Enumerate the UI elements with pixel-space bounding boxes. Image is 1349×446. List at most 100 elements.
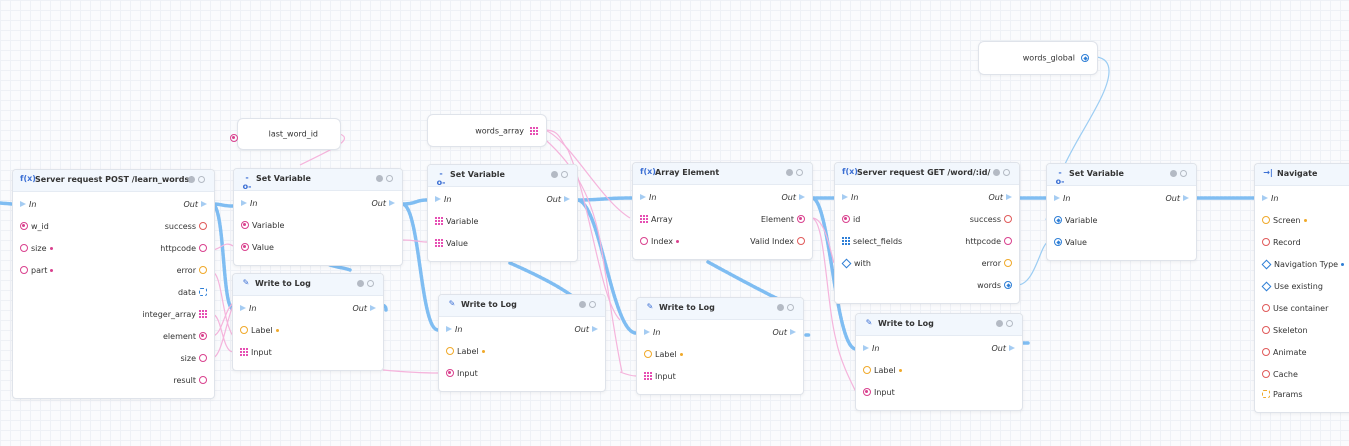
node-header[interactable]: ✎ Write to Log bbox=[233, 274, 383, 296]
output-httpcode-port[interactable]: httpcode bbox=[965, 237, 1012, 246]
output-valid-index-port[interactable]: Valid Index bbox=[750, 237, 805, 246]
input-label-port[interactable]: Label bbox=[644, 350, 683, 359]
flow-in-port[interactable]: In bbox=[640, 193, 656, 202]
info-icon[interactable] bbox=[777, 304, 784, 311]
flow-in-port[interactable]: In bbox=[644, 328, 660, 337]
output-httpcode-port[interactable]: httpcode bbox=[160, 244, 207, 253]
input-input-port[interactable]: Input bbox=[863, 388, 895, 397]
set-variable-node-1[interactable]: -o- Set Variable In Out Variable Value bbox=[233, 168, 403, 266]
comment-icon[interactable] bbox=[561, 171, 568, 178]
info-icon[interactable] bbox=[1170, 170, 1177, 177]
comment-icon[interactable] bbox=[787, 304, 794, 311]
flow-out-port[interactable]: Out bbox=[991, 344, 1015, 353]
flow-in-port[interactable]: In bbox=[435, 195, 451, 204]
flow-out-port[interactable]: Out bbox=[1165, 194, 1189, 203]
comment-icon[interactable] bbox=[796, 169, 803, 176]
flow-in-port[interactable]: In bbox=[842, 193, 858, 202]
node-header[interactable]: -o- Set Variable bbox=[234, 169, 402, 191]
output-words-port[interactable]: words bbox=[977, 281, 1012, 290]
input-label-port[interactable]: Label bbox=[446, 347, 485, 356]
write-to-log-node-4[interactable]: ✎ Write to Log In Out Label Input bbox=[855, 313, 1023, 411]
node-header[interactable]: →| Navigate bbox=[1255, 164, 1349, 186]
input-navigation-type-port[interactable]: Navigation Type bbox=[1261, 259, 1345, 270]
output-integer-array-port[interactable]: integer_array bbox=[142, 310, 207, 319]
node-header[interactable]: f(x) Server request GET /word/:id/ bbox=[835, 163, 1019, 185]
flow-out-port[interactable]: Out bbox=[772, 328, 796, 337]
input-array-port[interactable]: Array bbox=[640, 215, 673, 224]
output-error-port[interactable]: error bbox=[177, 266, 207, 275]
output-success-port[interactable]: success bbox=[970, 215, 1012, 224]
input-params-port[interactable]: Params bbox=[1262, 390, 1303, 399]
input-cache-port[interactable]: Cache bbox=[1262, 370, 1298, 379]
variable-last-word-id[interactable]: last_word_id bbox=[230, 118, 341, 150]
input-skeleton-port[interactable]: Skeleton bbox=[1262, 326, 1308, 335]
comment-icon[interactable] bbox=[386, 175, 393, 182]
input-animate-port[interactable]: Animate bbox=[1262, 348, 1307, 357]
input-variable-port[interactable]: Variable bbox=[241, 221, 284, 230]
info-icon[interactable] bbox=[376, 175, 383, 182]
output-element-port[interactable]: element bbox=[163, 332, 207, 341]
node-header[interactable]: f(x) Array Element bbox=[633, 163, 812, 185]
input-part-port[interactable]: part bbox=[20, 266, 54, 275]
input-label-port[interactable]: Label bbox=[240, 326, 279, 335]
write-to-log-node-1[interactable]: ✎ Write to Log In Out Label Input bbox=[232, 273, 384, 371]
comment-icon[interactable] bbox=[198, 176, 205, 183]
input-use-existing-port[interactable]: Use existing bbox=[1261, 281, 1323, 292]
output-size-port[interactable]: size bbox=[180, 354, 207, 363]
info-icon[interactable] bbox=[993, 169, 1000, 176]
info-icon[interactable] bbox=[357, 280, 364, 287]
input-value-port[interactable]: Value bbox=[1054, 238, 1087, 247]
flow-in-port[interactable]: In bbox=[240, 304, 256, 313]
node-header[interactable]: -o- Set Variable bbox=[1047, 164, 1196, 186]
comment-icon[interactable] bbox=[589, 301, 596, 308]
navigate-node[interactable]: →| Navigate In Screen Record Navigation … bbox=[1254, 163, 1349, 413]
flow-out-port[interactable]: Out bbox=[371, 199, 395, 208]
flow-in-port[interactable]: In bbox=[863, 344, 879, 353]
output-element-port[interactable]: Element bbox=[761, 215, 805, 224]
info-icon[interactable] bbox=[996, 320, 1003, 327]
input-value-port[interactable]: Value bbox=[241, 243, 274, 252]
flow-out-port[interactable]: Out bbox=[988, 193, 1012, 202]
comment-icon[interactable] bbox=[1180, 170, 1187, 177]
input-record-port[interactable]: Record bbox=[1262, 238, 1301, 247]
input-w-id-port[interactable]: w_id bbox=[20, 222, 49, 231]
server-request-get-node[interactable]: f(x) Server request GET /word/:id/ In Ou… bbox=[834, 162, 1020, 304]
input-label-port[interactable]: Label bbox=[863, 366, 902, 375]
input-id-port[interactable]: id bbox=[842, 215, 860, 224]
info-icon[interactable] bbox=[551, 171, 558, 178]
node-header[interactable]: -o- Set Variable bbox=[428, 165, 577, 187]
node-header[interactable]: ✎ Write to Log bbox=[637, 298, 803, 320]
input-with-port[interactable]: with bbox=[841, 258, 871, 269]
input-value-port[interactable]: Value bbox=[435, 239, 468, 248]
input-size-port[interactable]: size bbox=[20, 244, 53, 253]
variable-words-global[interactable]: words_global bbox=[978, 41, 1098, 75]
flow-out-port[interactable]: Out bbox=[781, 193, 805, 202]
flow-in-port[interactable]: In bbox=[20, 200, 36, 209]
info-icon[interactable] bbox=[188, 176, 195, 183]
node-header[interactable]: f(x) Server request POST /learn_words/ bbox=[13, 170, 214, 192]
input-select-fields-port[interactable]: select_fields bbox=[842, 237, 902, 246]
node-header[interactable]: ✎ Write to Log bbox=[856, 314, 1022, 336]
set-variable-node-2[interactable]: -o- Set Variable In Out Variable Value bbox=[427, 164, 578, 262]
comment-icon[interactable] bbox=[367, 280, 374, 287]
comment-icon[interactable] bbox=[1003, 169, 1010, 176]
flow-in-port[interactable]: In bbox=[1054, 194, 1070, 203]
flow-in-port[interactable]: In bbox=[446, 325, 462, 334]
input-input-port[interactable]: Input bbox=[240, 348, 272, 357]
flow-in-port[interactable]: In bbox=[1262, 194, 1278, 203]
info-icon[interactable] bbox=[579, 301, 586, 308]
input-index-port[interactable]: Index bbox=[640, 237, 680, 246]
array-element-node[interactable]: f(x) Array Element In Out Array Index El… bbox=[632, 162, 813, 260]
input-variable-port[interactable]: Variable bbox=[435, 217, 478, 226]
info-icon[interactable] bbox=[786, 169, 793, 176]
output-result-port[interactable]: result bbox=[173, 376, 207, 385]
output-data-port[interactable]: data bbox=[178, 288, 207, 297]
write-to-log-node-2[interactable]: ✎ Write to Log In Out Label Input bbox=[438, 294, 606, 392]
input-input-port[interactable]: Input bbox=[644, 372, 676, 381]
flow-out-port[interactable]: Out bbox=[183, 200, 207, 209]
input-screen-port[interactable]: Screen bbox=[1262, 216, 1307, 225]
set-variable-node-3[interactable]: -o- Set Variable In Out Variable Value bbox=[1046, 163, 1197, 261]
input-variable-port[interactable]: Variable bbox=[1054, 216, 1097, 225]
node-header[interactable]: ✎ Write to Log bbox=[439, 295, 605, 317]
flow-out-port[interactable]: Out bbox=[546, 195, 570, 204]
